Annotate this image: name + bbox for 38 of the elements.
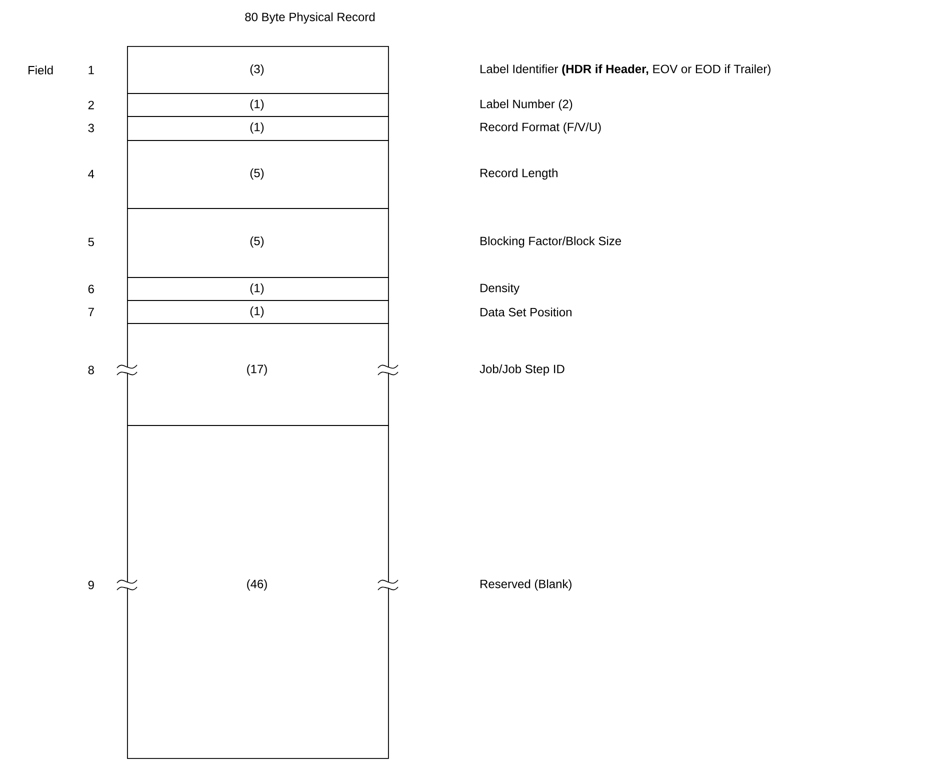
title: 80 Byte Physical Record: [245, 12, 375, 24]
field-description: Reserved (Blank): [480, 579, 572, 591]
field-box: [127, 425, 389, 759]
field-box: [127, 277, 389, 301]
field-size: (1): [250, 283, 264, 295]
field-description: Job/Job Step ID: [480, 364, 564, 376]
field-number: 5: [88, 238, 94, 246]
field-number: 2: [88, 100, 94, 110]
field-box: [127, 208, 389, 278]
field-size: (46): [247, 579, 267, 591]
field-box: [127, 140, 389, 209]
field-number: 1: [88, 66, 94, 74]
field-description: Label Identifier (HDR if Header, EOV or EOD if Trailer): [480, 64, 770, 76]
field-number: 7: [88, 308, 94, 316]
field-description: Data Set Position: [480, 308, 572, 316]
field-number: 9: [88, 580, 94, 590]
field-description: Record Format (F/V/U): [480, 122, 601, 134]
field-number: 6: [88, 284, 94, 294]
field-description: Blocking Factor/Block Size: [480, 236, 622, 248]
field-box: [127, 300, 389, 324]
field-size: (5): [250, 236, 264, 248]
field-size: (5): [250, 168, 264, 180]
field-box: [127, 323, 389, 426]
field-size: (3): [250, 64, 264, 76]
field-description: Label Number (2): [480, 99, 572, 111]
field-box: [127, 116, 389, 141]
field-box: [127, 93, 389, 117]
field-box: [127, 46, 389, 94]
field-number: 4: [88, 170, 94, 178]
field-size: (1): [250, 306, 264, 318]
field-number: 3: [88, 124, 94, 132]
field-size: (17): [247, 364, 267, 376]
field-size: (1): [250, 99, 264, 111]
field-size: (1): [250, 122, 264, 134]
field-description: Density: [480, 283, 520, 295]
field-number: 8: [88, 366, 94, 374]
field-description: Record Length: [480, 168, 558, 180]
column-heading: Field: [28, 66, 53, 74]
